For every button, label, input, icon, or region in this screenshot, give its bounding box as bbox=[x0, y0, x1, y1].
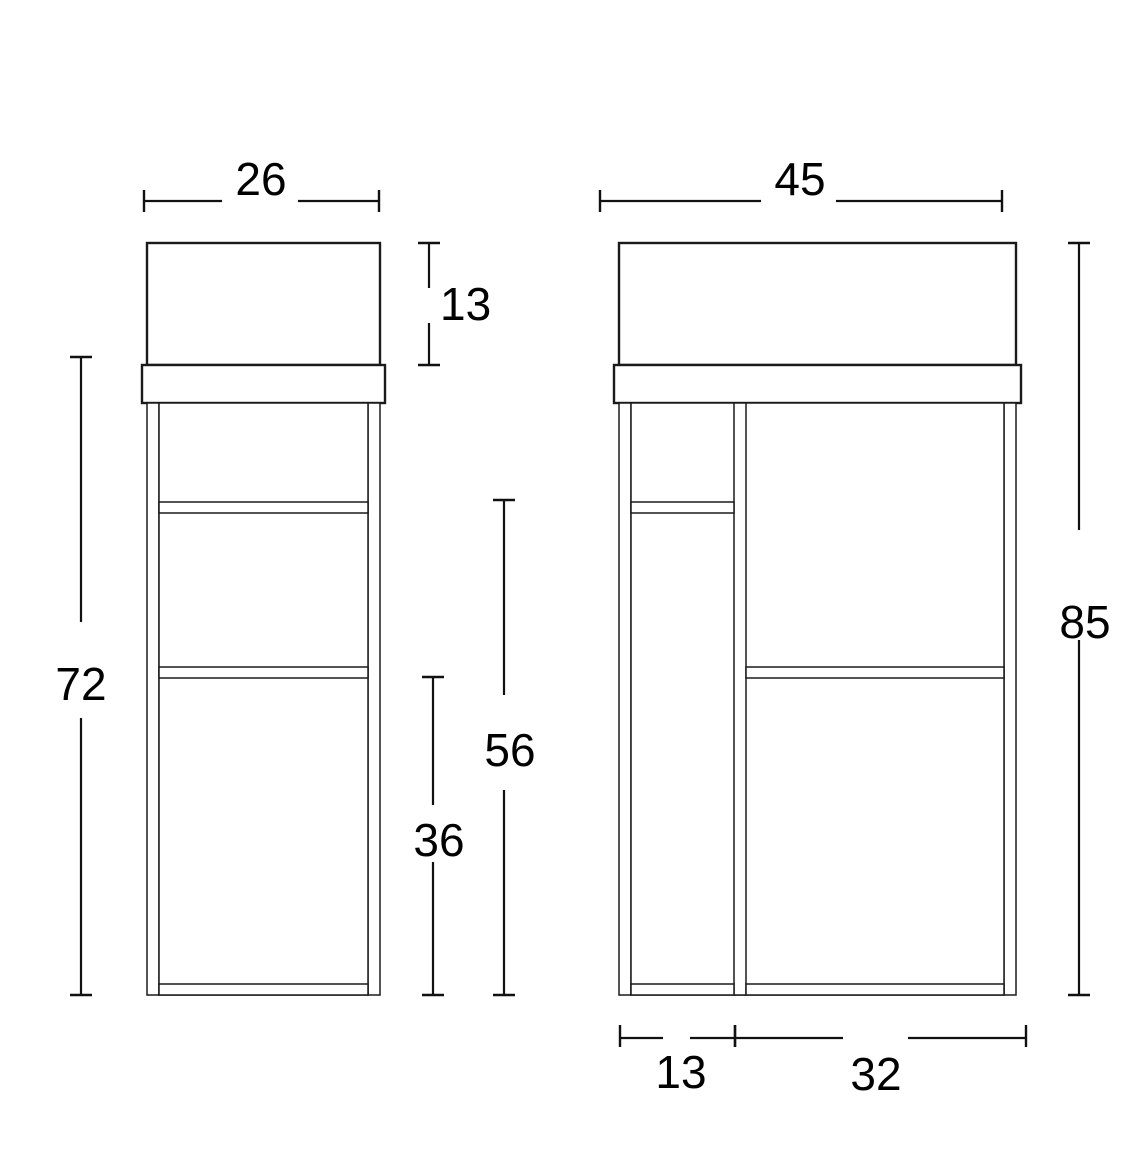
dimension-height-top: 13 bbox=[418, 241, 491, 367]
dimension-label-26: 26 bbox=[235, 153, 286, 205]
dimension-width-front: 45 bbox=[598, 153, 1004, 212]
dimension-label-13-bottom: 13 bbox=[655, 1046, 706, 1098]
front-view-group bbox=[612, 241, 1023, 996]
dimension-label-36: 36 bbox=[413, 814, 464, 866]
front-view-left-leg bbox=[618, 402, 632, 996]
dimension-label-13-top: 13 bbox=[440, 278, 491, 330]
front-view-left-bottom-rail bbox=[630, 983, 735, 996]
dimension-label-56: 56 bbox=[484, 724, 535, 776]
front-view-carcass bbox=[630, 402, 1005, 996]
dimension-height-total: 72 bbox=[55, 355, 107, 997]
front-view-top-box bbox=[617, 241, 1018, 367]
front-view-right-bay-shelf bbox=[745, 666, 1005, 679]
front-view-left-bay-shelf bbox=[630, 501, 735, 514]
side-view-apron-band bbox=[140, 363, 387, 405]
side-view-bottom-rail bbox=[158, 983, 369, 996]
side-view-left-leg bbox=[146, 402, 160, 996]
front-view-right-leg bbox=[1003, 402, 1017, 996]
side-view-carcass bbox=[158, 402, 369, 996]
dimension-bay-right: 32 bbox=[733, 1025, 1028, 1100]
side-view-upper-shelf bbox=[158, 501, 369, 514]
side-view-group bbox=[140, 241, 387, 996]
dimension-label-72: 72 bbox=[55, 658, 106, 710]
dimension-bay-left: 13 bbox=[618, 1025, 737, 1098]
side-view-top-box bbox=[145, 241, 382, 367]
dimension-width-side: 26 bbox=[142, 153, 381, 212]
dimension-label-32: 32 bbox=[850, 1048, 901, 1100]
front-view-vertical-divider bbox=[733, 402, 747, 996]
dimension-height-front: 85 bbox=[1059, 241, 1111, 997]
side-view-middle-shelf bbox=[158, 666, 369, 679]
dimension-label-45: 45 bbox=[774, 153, 825, 205]
dimension-height-lower: 36 bbox=[413, 675, 465, 997]
dimension-label-85: 85 bbox=[1059, 596, 1110, 648]
front-view-right-bottom-rail bbox=[745, 983, 1005, 996]
dimension-height-mid: 56 bbox=[484, 498, 536, 997]
front-view-apron-band bbox=[612, 363, 1023, 405]
side-view-right-leg bbox=[367, 402, 381, 996]
